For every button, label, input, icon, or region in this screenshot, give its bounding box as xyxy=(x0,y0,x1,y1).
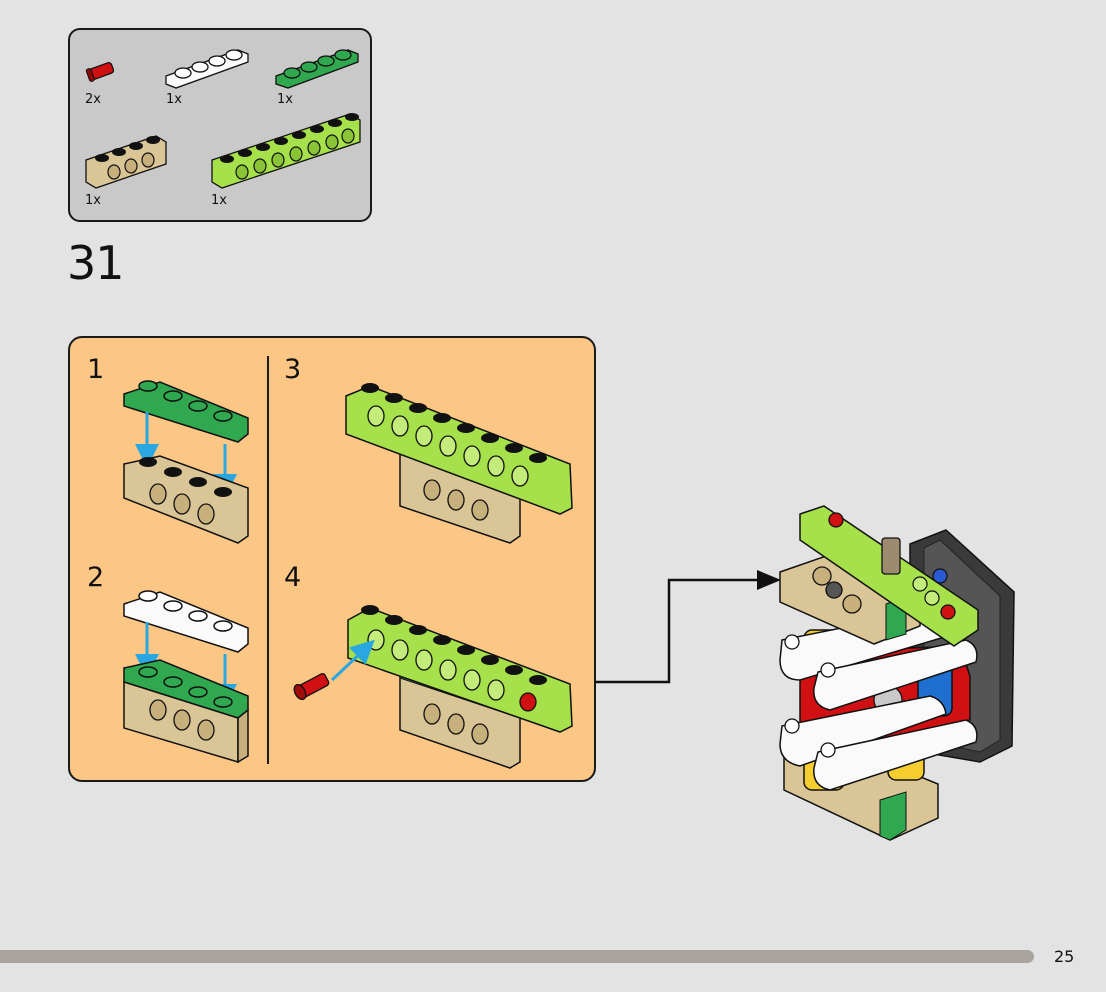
part-qty-white-plate: 1x xyxy=(166,92,182,107)
substep-4-illustration xyxy=(293,605,573,769)
part-qty-lime-brick: 1x xyxy=(211,193,227,208)
result-arrow xyxy=(595,570,781,684)
part-qty-green-plate: 1x xyxy=(277,92,293,107)
parts-list-box: 2x 1x 1x 1x 1x xyxy=(68,28,372,222)
lime-technic-brick-part-icon xyxy=(211,113,361,189)
substeps-illustrations xyxy=(123,380,573,769)
substep-1-illustration xyxy=(123,380,249,544)
green-plate-part-icon xyxy=(275,49,359,89)
substep-2-illustration xyxy=(123,590,249,764)
substep-3-illustration xyxy=(345,383,573,544)
substep-number-4: 4 xyxy=(284,562,302,593)
step-number: 31 xyxy=(67,236,125,290)
tan-technic-brick-part-icon xyxy=(85,135,167,189)
red-pin-part-icon xyxy=(85,61,115,82)
part-qty-red-pin: 2x xyxy=(85,92,101,107)
substeps-box: 1 2 3 4 xyxy=(68,336,596,782)
substep-number-2: 2 xyxy=(87,562,105,593)
substep-number-3: 3 xyxy=(284,354,302,385)
page-number: 25 xyxy=(1054,947,1075,966)
parts-illustrations xyxy=(85,49,361,189)
assembled-model-illustration: + xyxy=(779,505,1015,841)
white-plate-part-icon xyxy=(165,49,249,89)
substep-divider xyxy=(267,356,269,764)
substep-number-1: 1 xyxy=(87,354,105,385)
page-progress-bar xyxy=(0,950,1034,963)
part-qty-tan-brick: 1x xyxy=(85,193,101,208)
